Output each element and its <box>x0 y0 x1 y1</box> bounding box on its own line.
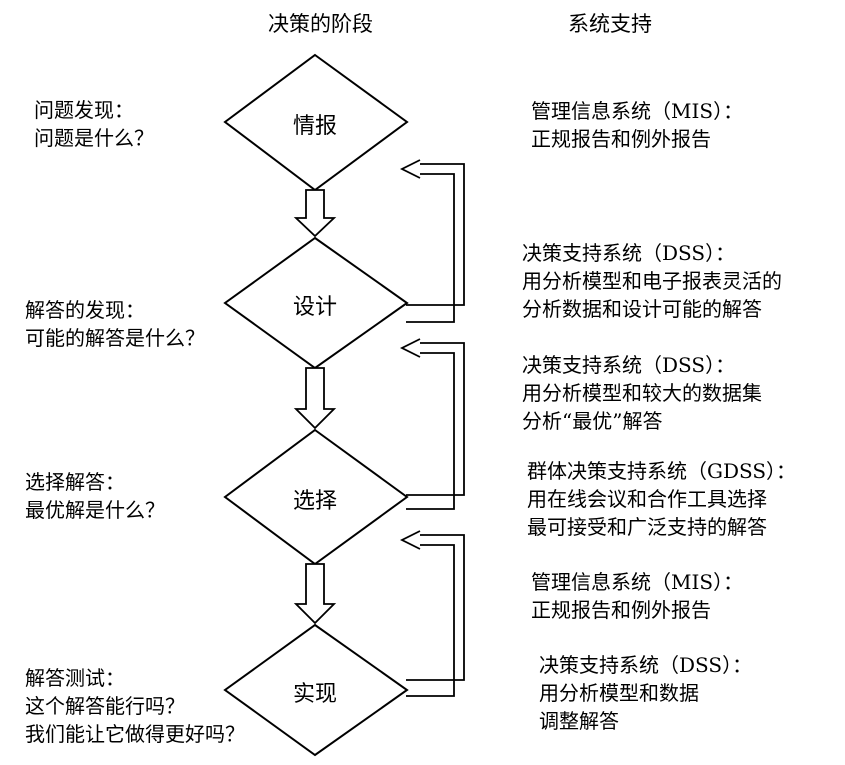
stage-label-design: 设计 <box>292 295 337 320</box>
question-line: 解答测试： <box>25 666 125 690</box>
support-line: 管理信息系统（MIS）： <box>531 99 744 123</box>
support-line: 群体决策支持系统（GDSS）： <box>527 459 797 483</box>
stage-label-intelligence: 情报 <box>292 114 337 139</box>
question-line: 我们能让它做得更好吗？ <box>25 722 245 746</box>
feedback-loop-2 <box>399 338 465 510</box>
support-line: 决策支持系统（DSS）： <box>522 241 736 265</box>
feedback-loop-3 <box>399 530 465 697</box>
question-line: 问题是什么？ <box>34 126 154 150</box>
question-line: 解答的发现： <box>25 298 145 322</box>
support-line: 用在线会议和合作工具选择 <box>527 487 767 511</box>
question-implementation: 解答测试： 这个解答能行吗？ 我们能让它做得更好吗？ <box>25 664 245 748</box>
support-line: 管理信息系统（MIS）： <box>531 570 744 594</box>
support-dss-choice: 决策支持系统（DSS）： 用分析模型和较大的数据集 分析“最优”解答 <box>522 351 762 435</box>
support-line: 用分析模型和电子报表灵活的 <box>522 269 782 293</box>
support-line: 决策支持系统（DSS）： <box>539 653 753 677</box>
support-mis-implementation: 管理信息系统（MIS）： 正规报告和例外报告 <box>531 568 743 624</box>
down-arrow-3 <box>293 563 337 625</box>
support-line: 分析“最优”解答 <box>522 409 663 433</box>
support-gdss-choice: 群体决策支持系统（GDSS）： 用在线会议和合作工具选择 最可接受和广泛支持的解… <box>527 457 796 541</box>
support-dss-design: 决策支持系统（DSS）： 用分析模型和电子报表灵活的 分析数据和设计可能的解答 <box>522 239 782 323</box>
question-intelligence: 问题发现： 问题是什么？ <box>34 96 154 152</box>
question-line: 最优解是什么？ <box>25 498 165 522</box>
question-choice: 选择解答： 最优解是什么？ <box>25 468 165 524</box>
question-design: 解答的发现： 可能的解答是什么？ <box>25 296 205 352</box>
stage-label-choice: 选择 <box>292 489 337 514</box>
question-line: 问题发现： <box>34 98 134 122</box>
feedback-loop-1 <box>399 159 465 323</box>
down-arrow-2 <box>293 367 337 430</box>
stages-column-header: 决策的阶段 <box>268 12 373 36</box>
support-line: 用分析模型和数据 <box>539 681 699 705</box>
question-line: 可能的解答是什么？ <box>25 326 205 350</box>
support-line: 用分析模型和较大的数据集 <box>522 381 762 405</box>
down-arrow-1 <box>293 189 337 238</box>
support-mis-intelligence: 管理信息系统（MIS）： 正规报告和例外报告 <box>531 97 743 153</box>
support-line: 决策支持系统（DSS）： <box>522 353 736 377</box>
question-line: 这个解答能行吗？ <box>25 694 185 718</box>
support-dss-implementation: 决策支持系统（DSS）： 用分析模型和数据 调整解答 <box>539 651 752 735</box>
support-column-header: 系统支持 <box>568 12 652 36</box>
support-line: 调整解答 <box>539 709 619 733</box>
support-line: 最可接受和广泛支持的解答 <box>527 515 767 539</box>
question-line: 选择解答： <box>25 470 125 494</box>
stage-label-implementation: 实现 <box>292 682 337 707</box>
support-line: 正规报告和例外报告 <box>531 127 711 151</box>
support-line: 正规报告和例外报告 <box>531 598 711 622</box>
support-line: 分析数据和设计可能的解答 <box>522 297 762 321</box>
stage-diamond-implementation <box>223 623 409 757</box>
